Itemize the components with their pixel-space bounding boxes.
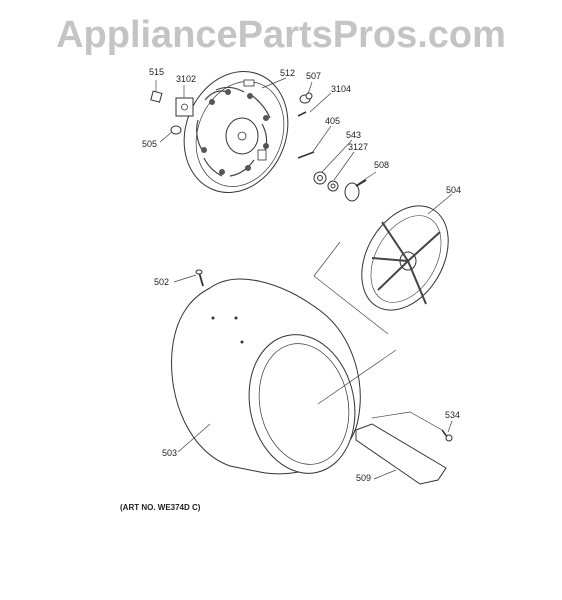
drum-back-504[interactable] bbox=[344, 191, 466, 326]
art-number: (ART NO. WE374D C) bbox=[120, 503, 201, 512]
rear-bulkhead-assembly[interactable] bbox=[166, 56, 305, 208]
label-3104: 3104 bbox=[331, 84, 351, 94]
label-515: 515 bbox=[149, 67, 164, 77]
label-505: 505 bbox=[142, 139, 157, 149]
label-405: 405 bbox=[325, 116, 340, 126]
part-3104-screw[interactable] bbox=[297, 111, 307, 117]
label-507: 507 bbox=[306, 71, 321, 81]
label-503: 503 bbox=[162, 448, 177, 458]
part-502-screw[interactable] bbox=[195, 269, 204, 287]
part-515-clip[interactable] bbox=[150, 90, 163, 103]
label-502: 502 bbox=[154, 277, 169, 287]
label-3102: 3102 bbox=[176, 74, 196, 84]
part-405-bolt[interactable] bbox=[297, 151, 315, 159]
label-508: 508 bbox=[374, 160, 389, 170]
label-512: 512 bbox=[280, 68, 295, 78]
label-543: 543 bbox=[346, 130, 361, 140]
label-504: 504 bbox=[446, 185, 461, 195]
label-509: 509 bbox=[356, 473, 371, 483]
drum-503[interactable] bbox=[171, 278, 368, 483]
part-508-shaft[interactable] bbox=[344, 179, 367, 202]
part-505-plug[interactable] bbox=[170, 125, 182, 135]
part-3127-washer[interactable] bbox=[327, 180, 339, 192]
part-3102-pad[interactable] bbox=[175, 97, 194, 117]
watermark-text: AppliancePartsPros.com bbox=[56, 14, 506, 56]
label-3127: 3127 bbox=[348, 142, 368, 152]
label-534: 534 bbox=[445, 410, 460, 420]
part-534-screw[interactable] bbox=[441, 429, 453, 442]
part-507-bearing[interactable] bbox=[299, 92, 313, 104]
baffle-509[interactable] bbox=[355, 423, 447, 485]
part-543-bushing[interactable] bbox=[313, 171, 327, 185]
